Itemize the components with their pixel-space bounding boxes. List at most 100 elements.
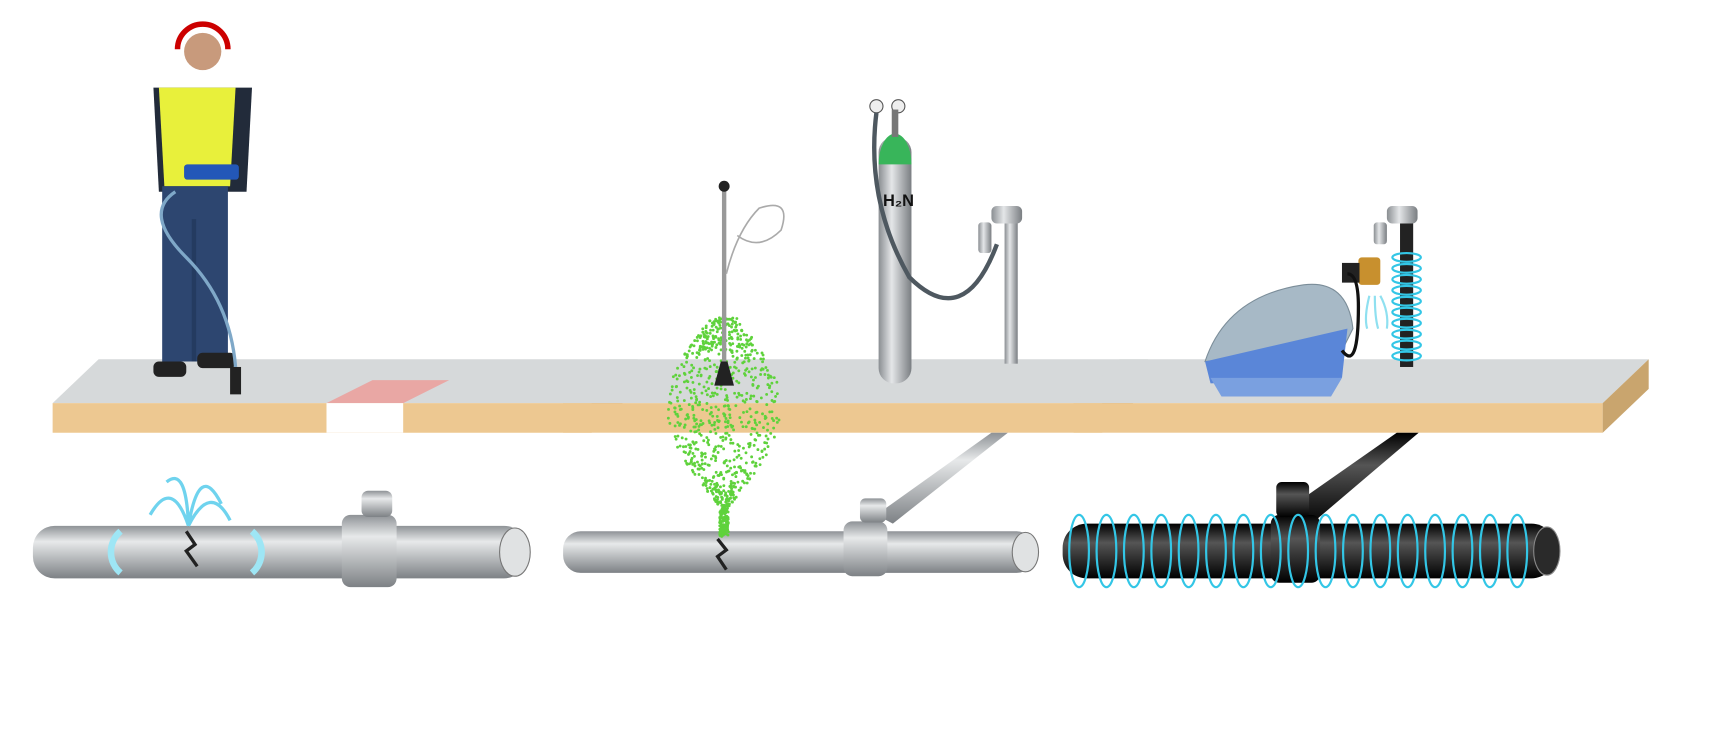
gas-particle <box>718 519 722 523</box>
coil-ring <box>1068 513 1091 589</box>
gas-particle <box>722 477 726 481</box>
gas-particle <box>763 417 767 420</box>
gas-particle <box>678 390 682 394</box>
gas-particle <box>676 399 680 403</box>
gas-particle <box>684 445 688 448</box>
gas-particle <box>753 421 757 425</box>
gas-particle <box>691 381 695 384</box>
gas-particle <box>766 428 769 432</box>
gas-particle <box>690 363 694 367</box>
gas-particle <box>692 416 696 420</box>
gas-particle <box>701 347 705 351</box>
gas-particle <box>733 482 737 485</box>
gas-particle <box>715 392 719 396</box>
gas-particle <box>693 430 697 434</box>
gas-particle <box>743 470 747 474</box>
gas-particle <box>691 406 695 410</box>
gas-particle <box>751 460 755 464</box>
gas-particle <box>706 438 710 442</box>
coil-ring <box>1177 513 1200 589</box>
gas-particle <box>704 389 708 393</box>
gas-particle <box>715 484 719 488</box>
gas-particle <box>717 352 721 356</box>
gas-particle <box>707 342 711 346</box>
gas-particle <box>755 400 759 403</box>
coil-ring <box>1122 513 1145 589</box>
gas-particle <box>705 436 709 439</box>
gas-particle <box>748 441 752 445</box>
gas-particle <box>723 398 727 402</box>
gas-particle <box>716 473 720 477</box>
gas-particle <box>682 371 686 375</box>
gas-particle <box>695 398 698 402</box>
gas-particle <box>736 332 740 336</box>
gas-particle <box>704 341 708 345</box>
gas-particle <box>697 370 701 374</box>
gas-particle <box>761 360 764 364</box>
gas-particle <box>749 433 753 436</box>
gas-particle <box>711 454 715 458</box>
gas-particle <box>772 426 776 430</box>
gas-particle <box>753 438 757 442</box>
gas-particle <box>728 365 732 369</box>
gas-particle <box>701 408 705 411</box>
gas-particle <box>666 416 670 420</box>
gas-particle <box>739 337 743 341</box>
gas-particle <box>745 391 749 395</box>
gas-particle <box>727 489 731 493</box>
gas-particle <box>777 418 781 422</box>
gas-particle <box>710 348 713 352</box>
gas-particle <box>754 376 757 379</box>
gas-particle <box>747 359 751 363</box>
ear-defenders-icon <box>174 21 231 50</box>
gas-particle <box>704 484 708 487</box>
gas-particle <box>670 388 674 392</box>
water-fountain-icon <box>148 476 232 527</box>
gas-particle <box>739 334 742 338</box>
gas-particle <box>720 534 724 538</box>
gas-particle <box>698 432 702 436</box>
gas-particle <box>763 447 767 451</box>
gas-particle <box>719 501 723 505</box>
gas-particle <box>737 453 741 457</box>
gas-particle <box>691 440 695 444</box>
gas-particle <box>694 418 698 421</box>
gas-particle <box>733 391 737 395</box>
gas-particle <box>775 420 779 424</box>
gas-particle <box>741 425 745 429</box>
gas-particle <box>736 443 740 446</box>
cylinder-label: H₂N <box>883 192 914 210</box>
gas-particle <box>688 450 692 453</box>
gas-particle <box>735 317 739 320</box>
gas-particle <box>710 324 714 328</box>
gas-particle <box>755 423 759 427</box>
tracer-gas-probe <box>714 180 785 386</box>
gas-particle <box>714 459 717 463</box>
gas-particle <box>752 471 756 475</box>
gas-particle <box>701 476 704 480</box>
gas-particle <box>685 356 689 360</box>
gas-particle <box>709 430 712 434</box>
gas-particle <box>698 367 702 371</box>
gas-particle <box>731 473 734 477</box>
gas-particle <box>696 460 699 464</box>
gas-particle <box>752 357 756 360</box>
grey-pipe-tracer-gas <box>563 432 1040 577</box>
gas-particle <box>724 420 727 424</box>
gas-particle <box>762 357 765 361</box>
gas-particle <box>744 461 748 465</box>
gas-particle <box>692 391 696 395</box>
gas-particle <box>761 455 765 459</box>
gas-particle <box>749 397 752 401</box>
gas-particle <box>750 367 754 371</box>
gas-particle <box>744 356 747 360</box>
gas-particle <box>699 374 703 378</box>
gas-particle <box>678 404 682 408</box>
gas-particle <box>770 410 774 414</box>
gas-particle <box>723 530 727 534</box>
gas-particle <box>668 400 671 404</box>
gas-particle <box>726 533 730 537</box>
gas-particle <box>703 358 707 361</box>
gas-particle <box>750 455 754 459</box>
gas-particle <box>760 367 764 371</box>
